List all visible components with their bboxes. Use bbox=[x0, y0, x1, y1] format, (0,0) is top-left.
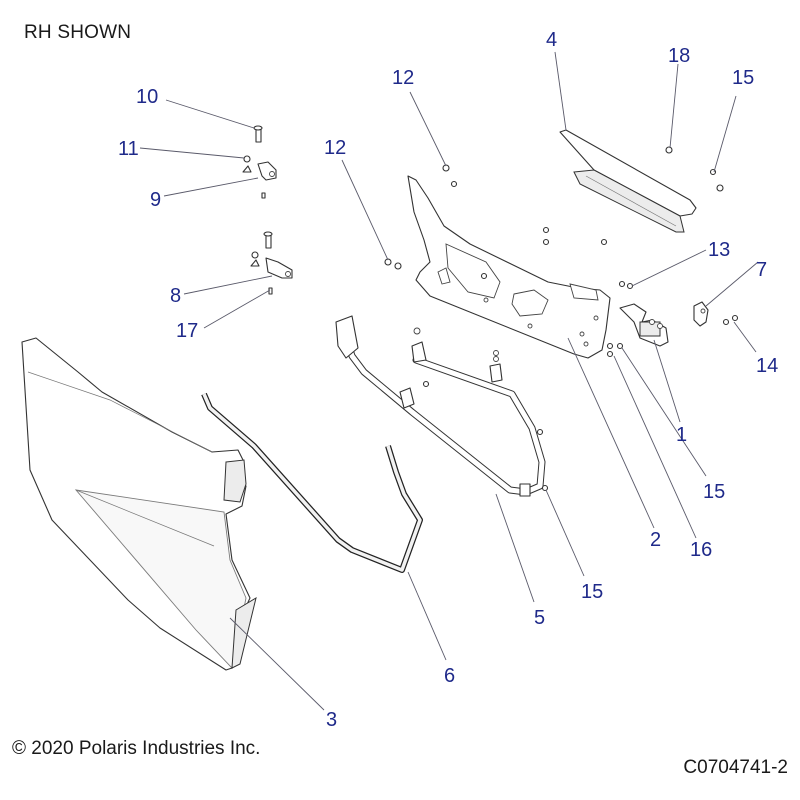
inner-panel-part bbox=[407, 175, 611, 359]
door-frame-part bbox=[335, 315, 546, 497]
callout-15c: 15 bbox=[581, 581, 603, 603]
upper-trim-part bbox=[559, 129, 697, 233]
callout-3: 3 bbox=[326, 709, 337, 731]
callout-1: 1 bbox=[676, 424, 687, 446]
callout-10: 10 bbox=[136, 86, 158, 108]
leader-15a bbox=[713, 95, 737, 173]
leader-2 bbox=[567, 337, 655, 529]
door-panel-part bbox=[21, 337, 257, 671]
callout-12a: 12 bbox=[392, 67, 414, 89]
leader-15c bbox=[545, 489, 585, 577]
leader-4 bbox=[554, 51, 567, 131]
callout-4: 4 bbox=[546, 29, 557, 51]
leader-12b bbox=[341, 159, 389, 261]
callout-7: 7 bbox=[756, 259, 767, 281]
callout-16: 16 bbox=[690, 539, 712, 561]
leader-14 bbox=[733, 321, 757, 353]
leader-6 bbox=[407, 571, 447, 661]
leader-7 bbox=[705, 261, 759, 307]
callout-5: 5 bbox=[534, 607, 545, 629]
callout-15b: 15 bbox=[703, 481, 725, 503]
upper-hinge-part bbox=[242, 125, 277, 199]
callout-11: 11 bbox=[118, 138, 139, 160]
leader-9 bbox=[163, 177, 259, 197]
callout-18: 18 bbox=[668, 45, 690, 67]
leader-15b bbox=[621, 347, 707, 477]
callout-13: 13 bbox=[708, 239, 730, 261]
callout-2: 2 bbox=[650, 529, 661, 551]
callout-17: 17 bbox=[176, 320, 198, 342]
leader-18 bbox=[669, 63, 679, 149]
callout-labels: 1 2 3 4 5 6 7 8 9 10 11 12 12 13 14 15 1… bbox=[118, 29, 778, 731]
callout-12b: 12 bbox=[324, 137, 346, 159]
leader-17 bbox=[203, 289, 271, 329]
lower-hinge-part bbox=[250, 231, 293, 295]
leader-5 bbox=[495, 493, 535, 603]
callout-9: 9 bbox=[150, 189, 161, 211]
figure-id: C0704741-2 bbox=[683, 757, 788, 778]
callout-15a: 15 bbox=[732, 67, 754, 89]
leader-10 bbox=[165, 99, 255, 129]
leader-8 bbox=[183, 275, 273, 295]
leader-11 bbox=[139, 147, 245, 159]
callout-14: 14 bbox=[756, 355, 778, 377]
callout-8: 8 bbox=[170, 285, 181, 307]
callout-6: 6 bbox=[444, 665, 455, 687]
leader-lines bbox=[139, 51, 759, 711]
copyright-notice: © 2020 Polaris Industries Inc. bbox=[12, 738, 261, 759]
fasteners bbox=[384, 146, 739, 492]
leader-1 bbox=[653, 339, 681, 423]
diagram-title: RH SHOWN bbox=[24, 22, 132, 43]
leader-12a bbox=[409, 91, 447, 167]
latch-part bbox=[619, 303, 669, 347]
door-seal-part bbox=[201, 392, 423, 573]
leader-3 bbox=[229, 617, 325, 711]
leader-16 bbox=[613, 355, 697, 539]
leader-13 bbox=[631, 249, 707, 287]
striker-plate-part bbox=[693, 301, 709, 327]
